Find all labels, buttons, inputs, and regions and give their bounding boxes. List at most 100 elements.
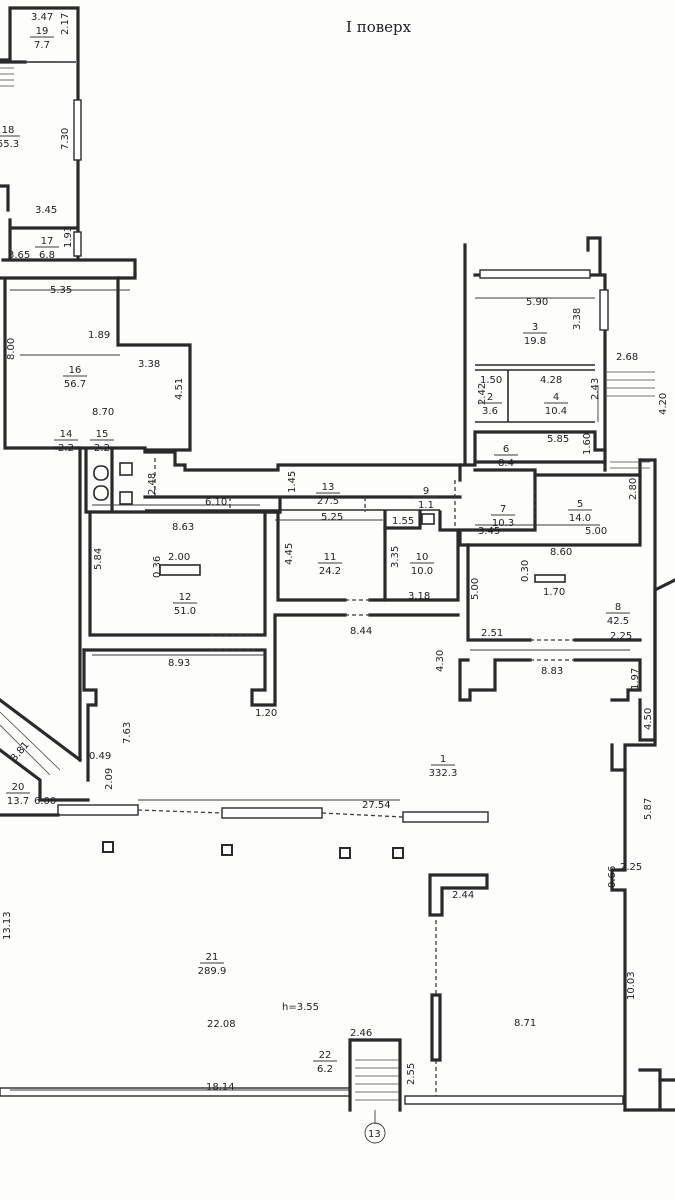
dimension-label: 1.50 [480,375,502,386]
room-area: 27.5 [317,496,339,507]
floor-title: I поверх [346,18,412,36]
dimension-label: 3.45 [478,526,500,537]
dimension-label: 4.28 [540,375,562,386]
room-number: 3 [532,322,538,333]
dimension-label: 3.38 [572,308,583,330]
room-area: 2.2 [58,443,74,454]
dimension-label: 0.30 [520,560,531,582]
dimension-label: 18.14 [206,1082,235,1093]
dimension-label: 2.25 [620,862,642,873]
room-area: 10.4 [545,406,567,417]
dimension-label: 2.09 [104,768,115,790]
dimension-label: 3.45 [35,205,57,216]
dimension-label: 8.63 [172,522,194,533]
axis-marker-label: 13 [368,1129,381,1140]
dimension-label: 5.84 [93,548,104,570]
axis-marker-circle [364,1122,386,1144]
dimension-label: 2.00 [168,552,190,563]
room-label-20: 20 13.7 [6,782,30,807]
room-label-10: 10 10.0 [410,552,434,577]
room-area: 6.2 [317,1064,333,1075]
room-area: 42.5 [607,616,629,627]
room-area: 10.0 [411,566,433,577]
dimension-label: 2.55 [406,1063,417,1085]
facade-window-right [404,1095,624,1105]
room-number: 16 [69,365,82,376]
dimension-label: 7.63 [122,722,133,744]
dimension-label: 5.35 [50,285,72,296]
dimension-label: 4.20 [658,393,669,415]
dimension-label: 6.10 [205,497,227,508]
dimension-label: 4.45 [284,543,295,565]
dimension-label: 4.30 [435,650,446,672]
column [339,847,351,859]
dimension-label: 1.93 [63,226,74,248]
dimension-label: 3.38 [138,359,160,370]
toilet-icon [93,485,109,501]
dimension-label: 1.60 [582,433,593,455]
dimension-label: 0.49 [89,751,111,762]
dimension-label: 3.35 [390,546,401,568]
dimension-label: 5.00 [585,526,607,537]
room-number: 22 [319,1050,332,1061]
dimension-label: 5.90 [526,297,548,308]
dimension-label: 8.71 [514,1018,536,1029]
room-number: 4 [553,392,559,403]
room-number: 5 [577,499,583,510]
wall-group-main-hall: 13 [0,578,675,1144]
dimension-label: 2.68 [616,352,638,363]
dimension-label: 2.43 [590,378,601,400]
room-area: 1.1 [418,500,434,511]
room-labels: 197.71855.3176.81656.7142.2152.21327.512… [0,26,630,1075]
column [221,844,233,856]
dimension-label: 8.83 [541,666,563,677]
wall-group-right-block [454,236,657,742]
window-room-3 [479,269,591,279]
dimension-label: 2.44 [452,890,474,901]
room-label-2: 23.6 [478,392,502,417]
room-number: 8 [615,602,621,613]
room-area: 13.7 [7,796,29,807]
wall-group-top-left [0,6,137,277]
dimension-label: 1.70 [543,587,565,598]
dimension-label: 1.45 [287,471,298,493]
dimension-label: 0.36 [152,556,163,578]
dimension-label: 8.60 [550,547,572,558]
room-label-19: 197.7 [30,26,54,51]
room-area: 19.8 [524,336,546,347]
column [102,841,114,853]
room-area: 8.4 [498,458,514,469]
dimension-label: 2.51 [481,628,503,639]
room-area: 2.2 [94,443,110,454]
dimension-label: 8.93 [168,658,190,669]
dimension-label: 10.03 [626,971,637,1000]
ceiling-height-note: h=3.55 [282,1002,319,1013]
room-number: 15 [96,429,109,440]
partition-2 [221,807,323,819]
room-number: 21 [206,952,219,963]
room-number: 7 [500,504,506,515]
room-number: 19 [36,26,49,37]
dimension-label: 5.85 [547,434,569,445]
room-number: 10 [416,552,429,563]
room-label-5: 514.0 [568,499,592,524]
room-number: 17 [41,236,54,247]
window-room-18 [73,99,82,161]
dimension-label: 5.25 [321,512,343,523]
dimension-label: 5.00 [470,578,481,600]
dimension-label: 5.87 [643,798,654,820]
partition-3 [402,811,489,823]
room-label-7: 710.3 [491,504,515,529]
room-number: 20 [12,782,25,793]
dimension-label: 2.46 [350,1028,372,1039]
dimension-lines [10,289,630,1091]
dimension-label: 1.55 [392,516,414,527]
room-number: 9 [423,486,429,497]
